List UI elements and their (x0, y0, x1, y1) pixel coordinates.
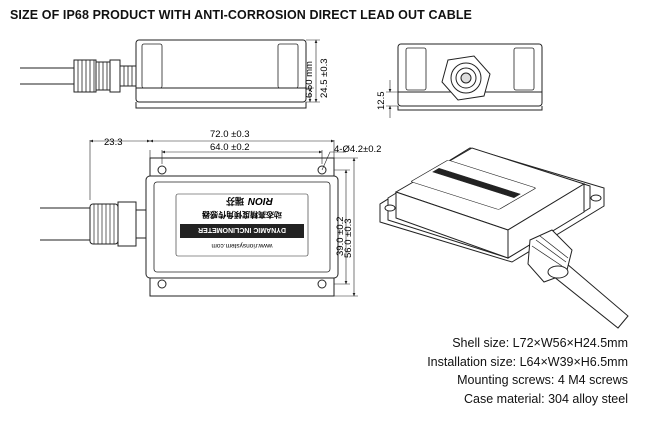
side-view (20, 39, 320, 109)
dim-length-mount: 64.0 ±0.2 (210, 142, 250, 153)
dim-end-height: 12.5 (376, 92, 387, 111)
dim-width-outer: 56.0 ±0.3 (343, 218, 354, 258)
label-url: www.rionsystem.com (211, 242, 273, 249)
product-label: www.rionsystem.com DYNAMIC INCLINOMETER … (175, 193, 309, 257)
side-gland (73, 59, 97, 93)
mount-hole (157, 279, 167, 289)
mount-hole (317, 279, 327, 289)
dim-holes: 4-Ø4.2±0.2 (334, 144, 381, 155)
label-brand-cn: 瑞芬 (225, 196, 244, 207)
end-view (386, 43, 543, 118)
spec-installation-size: Installation size: L64×W39×H6.5mm (427, 354, 628, 369)
dim-side-height: 24.5 ±0.3 (319, 58, 330, 98)
label-brand: RION (247, 195, 273, 206)
dim-width-mount: 39.0 ±0.2 (335, 216, 346, 256)
spec-case-material: Case material: 304 alloy steel (464, 391, 628, 406)
dim-side-small: 6.50 mm (304, 61, 315, 98)
isometric-view (379, 147, 629, 329)
label-cn-name: 动态高精度倾角传感器 (201, 210, 282, 220)
dim-cable-offset: 23.3 (104, 137, 123, 148)
drawing-title: SIZE OF IP68 PRODUCT WITH ANTI-CORROSION… (10, 8, 472, 22)
side-cable (20, 67, 74, 85)
top-cable (40, 207, 90, 241)
spec-mounting-screws: Mounting screws: 4 M4 screws (457, 373, 628, 387)
dim-length-outer: 72.0 ±0.3 (210, 129, 250, 140)
label-product: DYNAMIC INCLINOMETER (198, 226, 286, 233)
spec-list: Shell size: L72×W56×H24.5mm Installation… (427, 334, 628, 408)
mount-hole (157, 165, 167, 175)
spec-shell-size: Shell size: L72×W56×H24.5mm (452, 336, 628, 350)
mount-hole (317, 165, 327, 175)
side-body (135, 39, 307, 103)
